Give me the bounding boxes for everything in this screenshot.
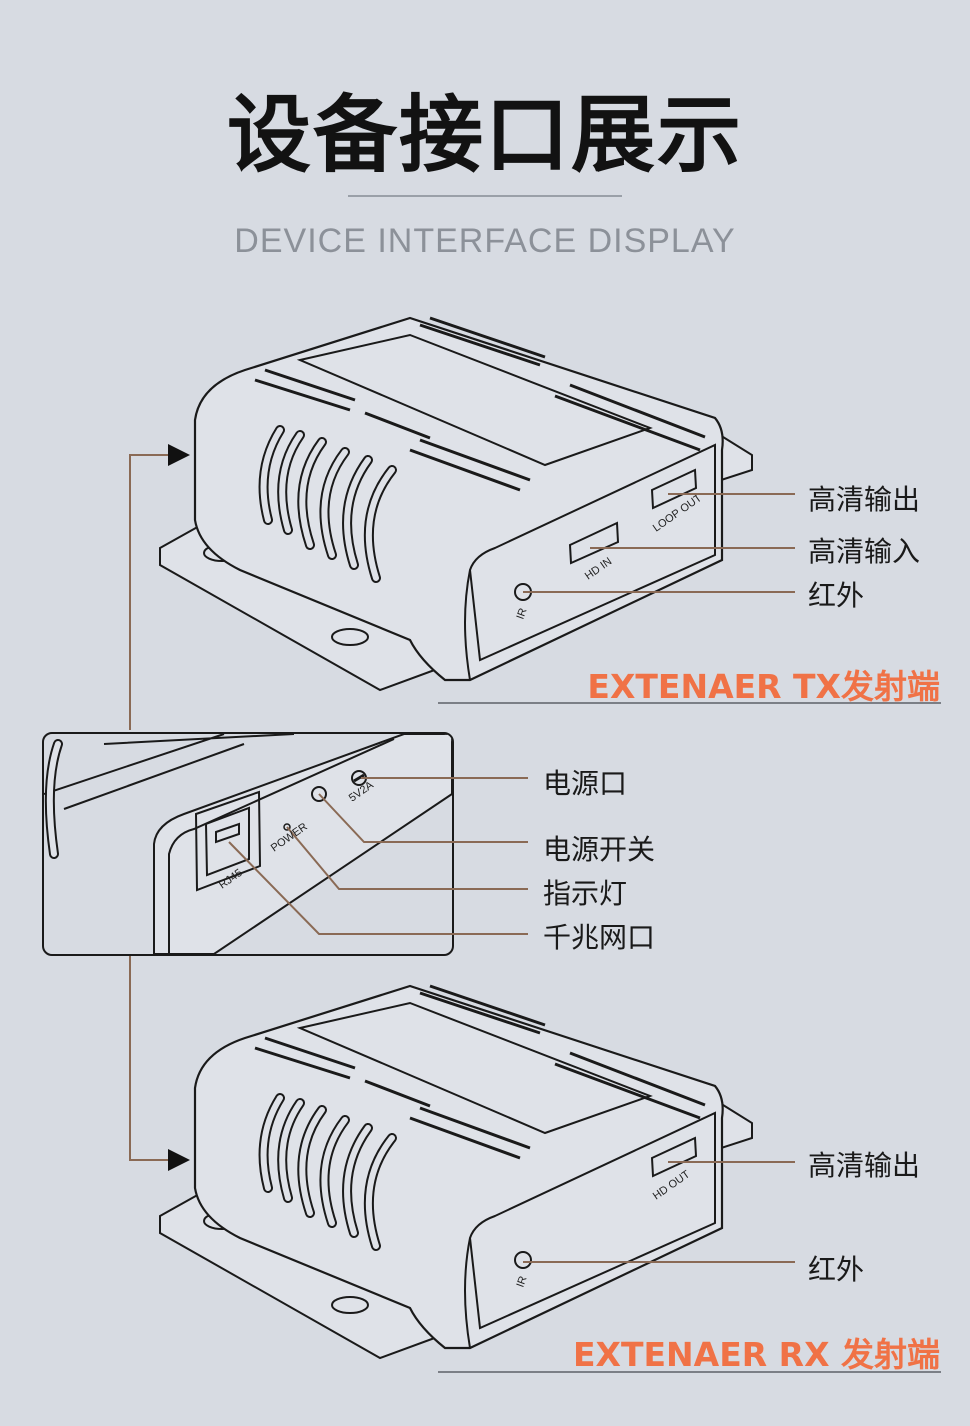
label-gigabit-port: 千兆网口 xyxy=(543,921,656,954)
rx-label-ir: 红外 xyxy=(808,1253,865,1286)
rx-brand-divider xyxy=(438,1371,941,1373)
page-subtitle: DEVICE INTERFACE DISPLAY xyxy=(234,222,736,260)
tx-brand-divider xyxy=(438,702,941,704)
rx-device: HD OUT IR xyxy=(160,986,752,1358)
rx-port-ir: IR xyxy=(515,1275,530,1289)
tx-device: LOOP OUT HD IN IR xyxy=(160,318,752,690)
tx-label-ir: 红外 xyxy=(808,579,865,612)
tx-label-hd-in: 高清输入 xyxy=(808,535,921,568)
rx-brand: EXTENAER RX 发射端 xyxy=(573,1335,940,1374)
arrow-right-icon xyxy=(168,444,190,466)
flow-connector xyxy=(129,444,190,1171)
label-indicator: 指示灯 xyxy=(543,877,628,910)
tx-brand: EXTENAER TX发射端 xyxy=(587,667,940,706)
label-power-port: 电源口 xyxy=(543,767,628,800)
rear-panel-inset: 5V2A POWER RJ45 xyxy=(42,732,454,956)
tx-label-hd-out: 高清输出 xyxy=(808,483,921,516)
arrow-right-icon xyxy=(168,1149,190,1171)
page-title: 设备接口展示 xyxy=(226,86,743,184)
label-power-switch: 电源开关 xyxy=(543,833,656,866)
tx-leaders xyxy=(523,493,795,593)
rear-panel-drawing: 5V2A POWER RJ45 xyxy=(44,734,452,954)
rx-leaders xyxy=(523,1161,795,1263)
tx-port-ir: IR xyxy=(515,607,530,621)
title-divider xyxy=(348,195,622,197)
rx-label-hd-out: 高清输出 xyxy=(808,1149,921,1182)
